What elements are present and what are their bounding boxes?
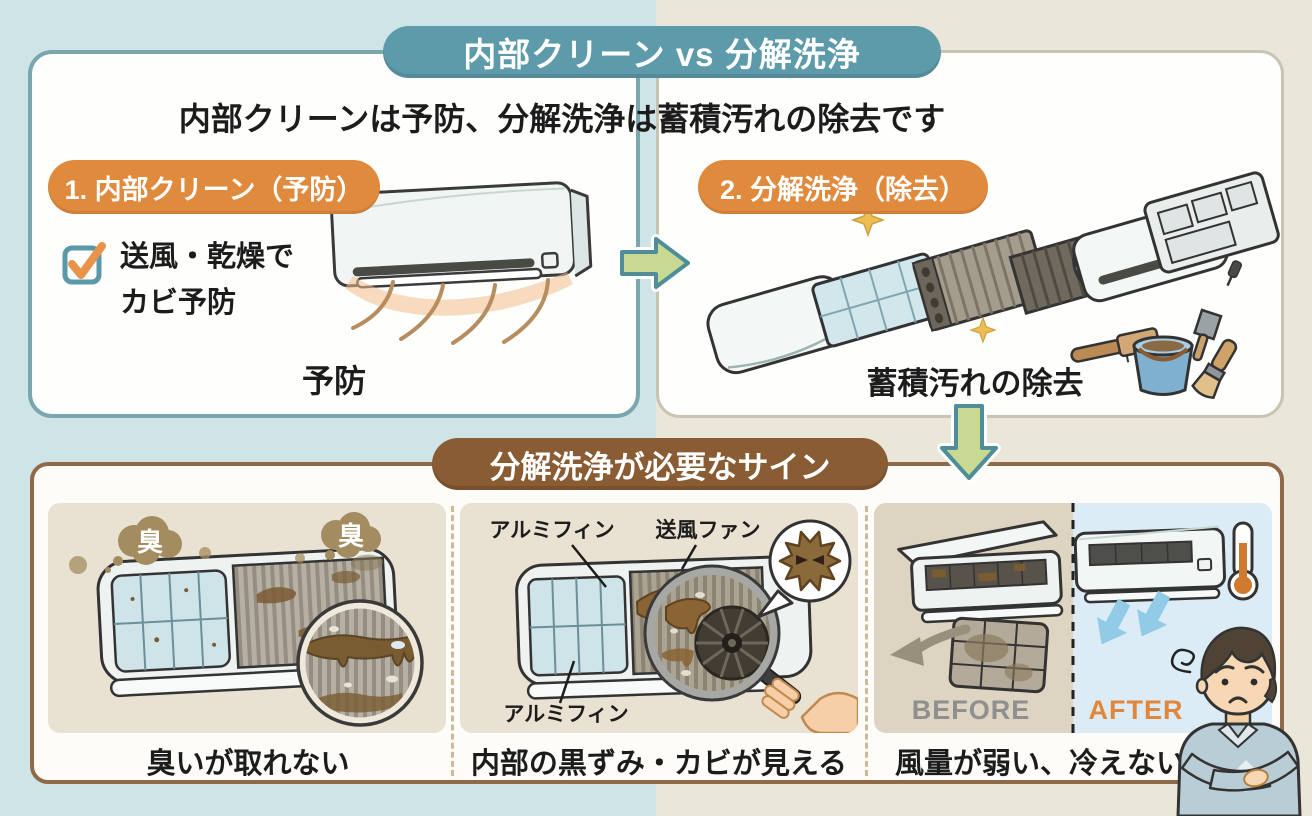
filter-part: [811, 252, 945, 348]
smell-kanji-2: 臭: [338, 521, 364, 551]
driver-icon: [1226, 260, 1243, 287]
germ-speech-bubble: [756, 519, 852, 619]
exploded-ac-parts-illustration: [706, 171, 1280, 400]
fan-label: 送風ファン: [656, 518, 761, 542]
internal-clean-badge-label: 1. 内部クリーン（予防）: [64, 174, 364, 205]
before-after-illustration: BEFORE AFTER: [874, 503, 1272, 733]
panel-divider: [451, 506, 454, 776]
collar: [1217, 722, 1259, 749]
airflow-caption: 風量が弱い、冷えない: [894, 748, 1185, 780]
crossed-arms: [1180, 750, 1300, 792]
page-title: 内部クリーンは予防、分解洗浄は蓄積汚れの除去です: [178, 101, 946, 137]
smell-kanji-1: 臭: [137, 527, 163, 557]
after-label: AFTER: [1089, 695, 1184, 725]
dirty-ac-before: [897, 520, 1064, 624]
thermometer-icon: [1227, 521, 1259, 601]
disassembly-badge: 2. 分解洗浄（除去）: [698, 160, 988, 214]
bucket-icon: [1132, 335, 1194, 396]
clean-ac-after: [1073, 525, 1227, 604]
remove-arrow: [890, 624, 971, 666]
checklist-line-1: 送風・乾燥で: [120, 241, 295, 273]
top-banner: 内部クリーン vs 分解洗浄: [383, 26, 941, 78]
disassembly-badge-label: 2. 分解洗浄（除去）: [719, 174, 967, 205]
prevention-caption: 予防: [301, 363, 366, 399]
internal-clean-badge: 1. 内部クリーン（予防）: [48, 160, 380, 214]
checklist-line-2: カビ予防: [120, 287, 237, 319]
smell-caption: 臭いが取れない: [146, 748, 350, 780]
paint-brush-icon: [1191, 338, 1238, 400]
back-plate-part: [1143, 171, 1280, 274]
magnifier-detail: [296, 599, 424, 727]
arrow-down-icon: [937, 401, 1001, 483]
hair: [1200, 626, 1277, 685]
checkbox-icon: [62, 242, 106, 285]
signs-banner: 分解洗浄が必要なサイン: [432, 438, 888, 490]
worried-man-illustration: [1170, 626, 1302, 816]
dirty-filter: [948, 616, 1050, 694]
checklist-text: 送風・乾燥で カビ予防: [120, 234, 294, 326]
smell-cloud: 臭: [321, 512, 381, 560]
panel-divider: [865, 506, 868, 776]
mold-ac-illustration: アルミフィン 送風ファン アルミフィン: [489, 518, 858, 733]
mold-germ-icon: [778, 530, 842, 592]
mold-panel: アルミフィン 送風ファン アルミフィン: [460, 503, 858, 733]
worry-squiggle: [1170, 648, 1196, 674]
checklist-row: 送風・乾燥で カビ予防: [62, 234, 294, 326]
warm-airflow: [345, 272, 573, 345]
removal-caption: 蓄積汚れの除去: [866, 366, 1084, 401]
before-label: BEFORE: [912, 695, 1031, 725]
scraper-icon: [1192, 308, 1223, 362]
fin-label-bottom: アルミフィン: [503, 703, 628, 726]
airflow-panel: BEFORE AFTER: [874, 503, 1272, 733]
top-banner-label: 内部クリーン vs 分解洗浄: [463, 36, 861, 73]
arrow-right-icon: [617, 234, 693, 292]
smell-puffs: [69, 547, 305, 574]
hand: [761, 677, 858, 733]
mold-caption: 内部の黒ずみ・カビが見える: [470, 748, 848, 780]
smell-panel: 臭 臭: [48, 503, 446, 733]
part-labels: アルミフィン 送風ファン アルミフィン: [489, 518, 760, 726]
cool-airflow-arrows: [1096, 590, 1171, 645]
fin-label-top: アルミフィン: [489, 519, 614, 542]
smelly-ac-illustration: 臭 臭: [69, 512, 424, 727]
worried-face-features: [1214, 665, 1265, 704]
ac-unit-blowing-illustration: [329, 181, 593, 345]
magnifying-glass: [643, 564, 802, 705]
signs-banner-label: 分解洗浄が必要なサイン: [489, 449, 831, 485]
smell-cloud: 臭: [105, 516, 182, 573]
